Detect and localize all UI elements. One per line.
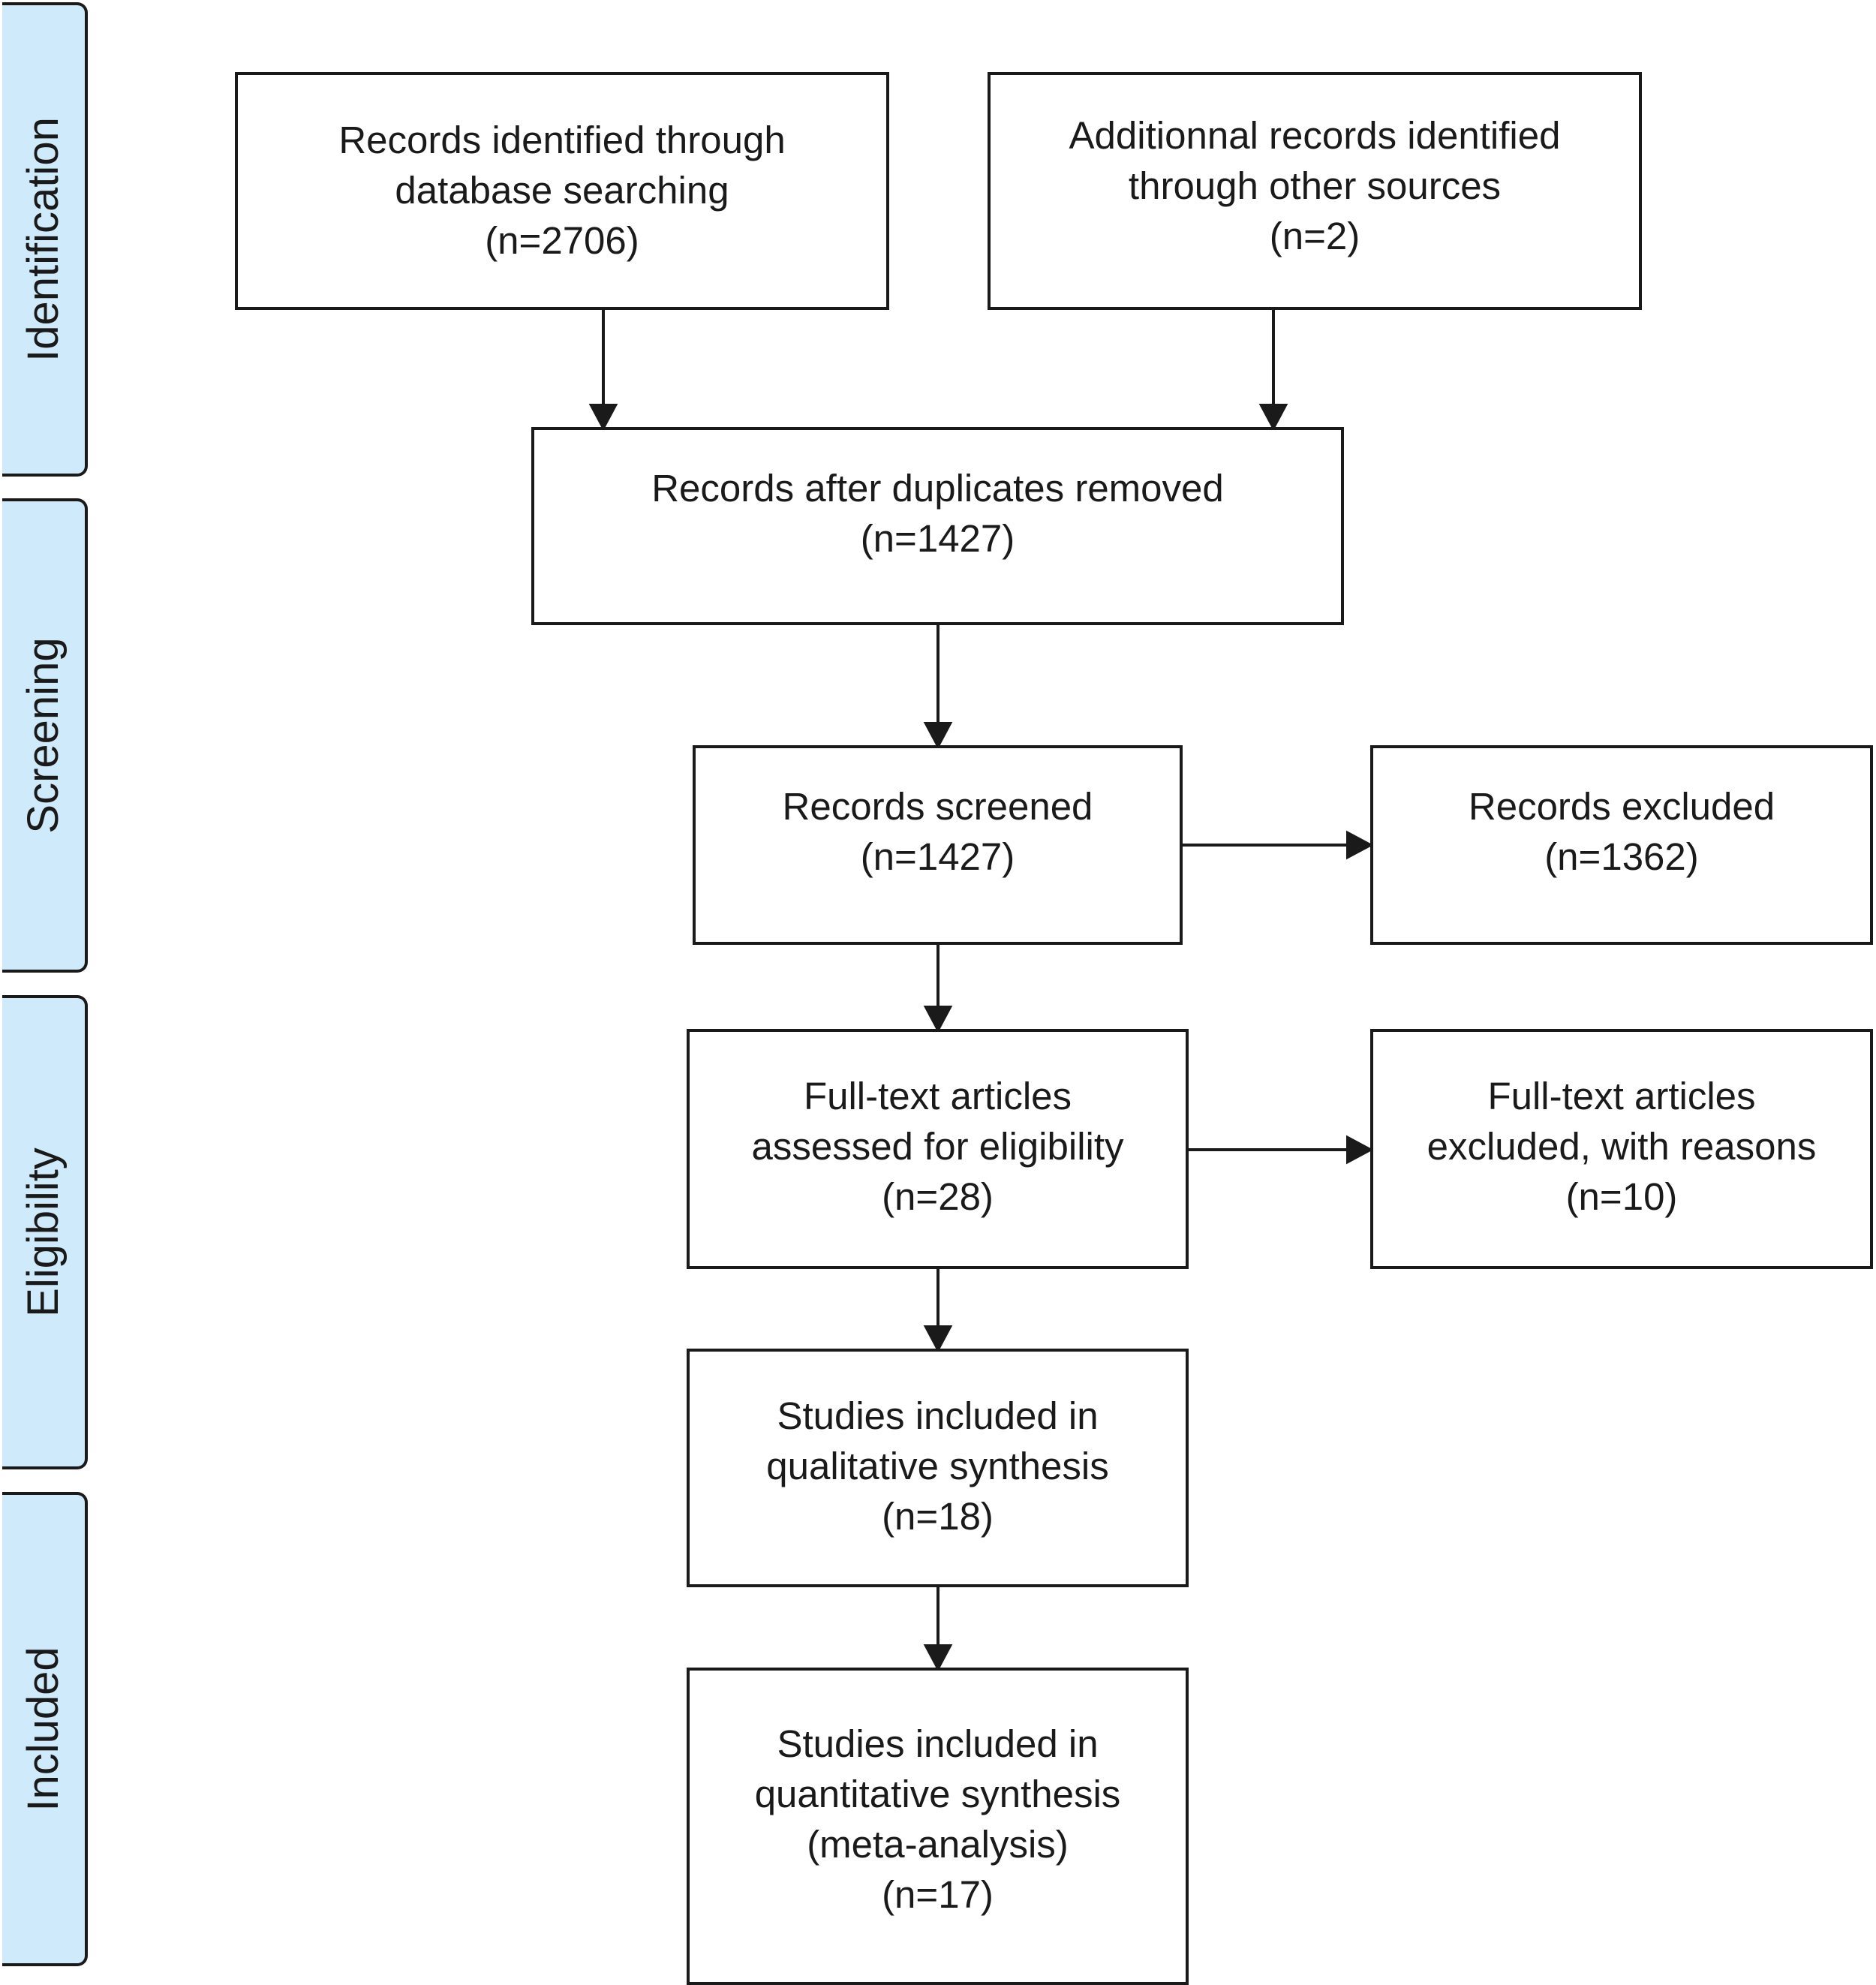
- arrowhead-qualitative-to-quantitative: [923, 1644, 953, 1672]
- box-line: quantitative synthesis: [754, 1773, 1121, 1815]
- arrowhead-duplicates-to-screened: [923, 722, 953, 750]
- box-line: Records screened: [782, 785, 1093, 828]
- arrowhead-other-to-duplicates: [1258, 404, 1288, 432]
- stage-label-included: Included: [19, 1647, 68, 1812]
- stage-included: Included: [2, 1492, 88, 1966]
- box-records-excluded: Records excluded (n=1362): [1370, 745, 1873, 945]
- arrowhead-fulltext-to-qualitative: [923, 1325, 953, 1353]
- box-line: Additionnal records identified: [1069, 114, 1561, 157]
- box-line: (n=17): [882, 1873, 994, 1916]
- arrowhead-fulltext-to-excluded: [1346, 1135, 1374, 1165]
- stage-label-identification: Identification: [19, 117, 68, 362]
- box-line: Records excluded: [1468, 785, 1775, 828]
- box-line: (n=1427): [860, 517, 1015, 560]
- arrowhead-database-to-duplicates: [588, 404, 618, 432]
- box-line: (n=28): [882, 1175, 994, 1218]
- box-line: Records after duplicates removed: [651, 467, 1224, 510]
- stage-identification: Identification: [2, 2, 88, 477]
- box-line: Full-text articles: [803, 1075, 1072, 1117]
- box-line: Studies included in: [777, 1394, 1099, 1437]
- arrowhead-screened-to-excluded: [1346, 830, 1374, 860]
- box-line: database searching: [395, 169, 729, 212]
- stage-label-eligibility: Eligibility: [19, 1147, 68, 1317]
- stage-label-screening: Screening: [19, 637, 68, 834]
- box-other-sources: Additionnal records identified through o…: [988, 72, 1642, 310]
- box-records-screened: Records screened (n=1427): [693, 745, 1183, 945]
- box-line: (n=18): [882, 1495, 994, 1538]
- box-line: (n=10): [1565, 1175, 1678, 1218]
- box-line: (n=1427): [860, 835, 1015, 878]
- box-database-records: Records identified through database sear…: [235, 72, 889, 310]
- box-line: Studies included in: [777, 1722, 1099, 1765]
- box-fulltext-excluded: Full-text articles excluded, with reason…: [1370, 1029, 1873, 1269]
- box-line: Full-text articles: [1487, 1075, 1756, 1117]
- stage-eligibility: Eligibility: [2, 995, 88, 1469]
- box-line: through other sources: [1128, 164, 1502, 207]
- box-line: excluded, with reasons: [1427, 1125, 1817, 1168]
- box-line: (n=1362): [1544, 835, 1699, 878]
- box-quantitative-synthesis: Studies included in quantitative synthes…: [687, 1668, 1189, 1985]
- box-line: Records identified through: [338, 119, 786, 161]
- arrowhead-screened-to-fulltext: [923, 1006, 953, 1033]
- box-line: assessed for eligibility: [751, 1125, 1124, 1168]
- stage-screening: Screening: [2, 498, 88, 973]
- box-qualitative-synthesis: Studies included in qualitative synthesi…: [687, 1349, 1189, 1587]
- box-line: qualitative synthesis: [766, 1445, 1109, 1487]
- box-line: (meta-analysis): [807, 1823, 1069, 1866]
- box-after-duplicates: Records after duplicates removed (n=1427…: [531, 427, 1344, 625]
- box-line: (n=2706): [485, 219, 639, 262]
- box-fulltext-assessed: Full-text articles assessed for eligibil…: [687, 1029, 1189, 1269]
- box-line: (n=2): [1269, 215, 1360, 257]
